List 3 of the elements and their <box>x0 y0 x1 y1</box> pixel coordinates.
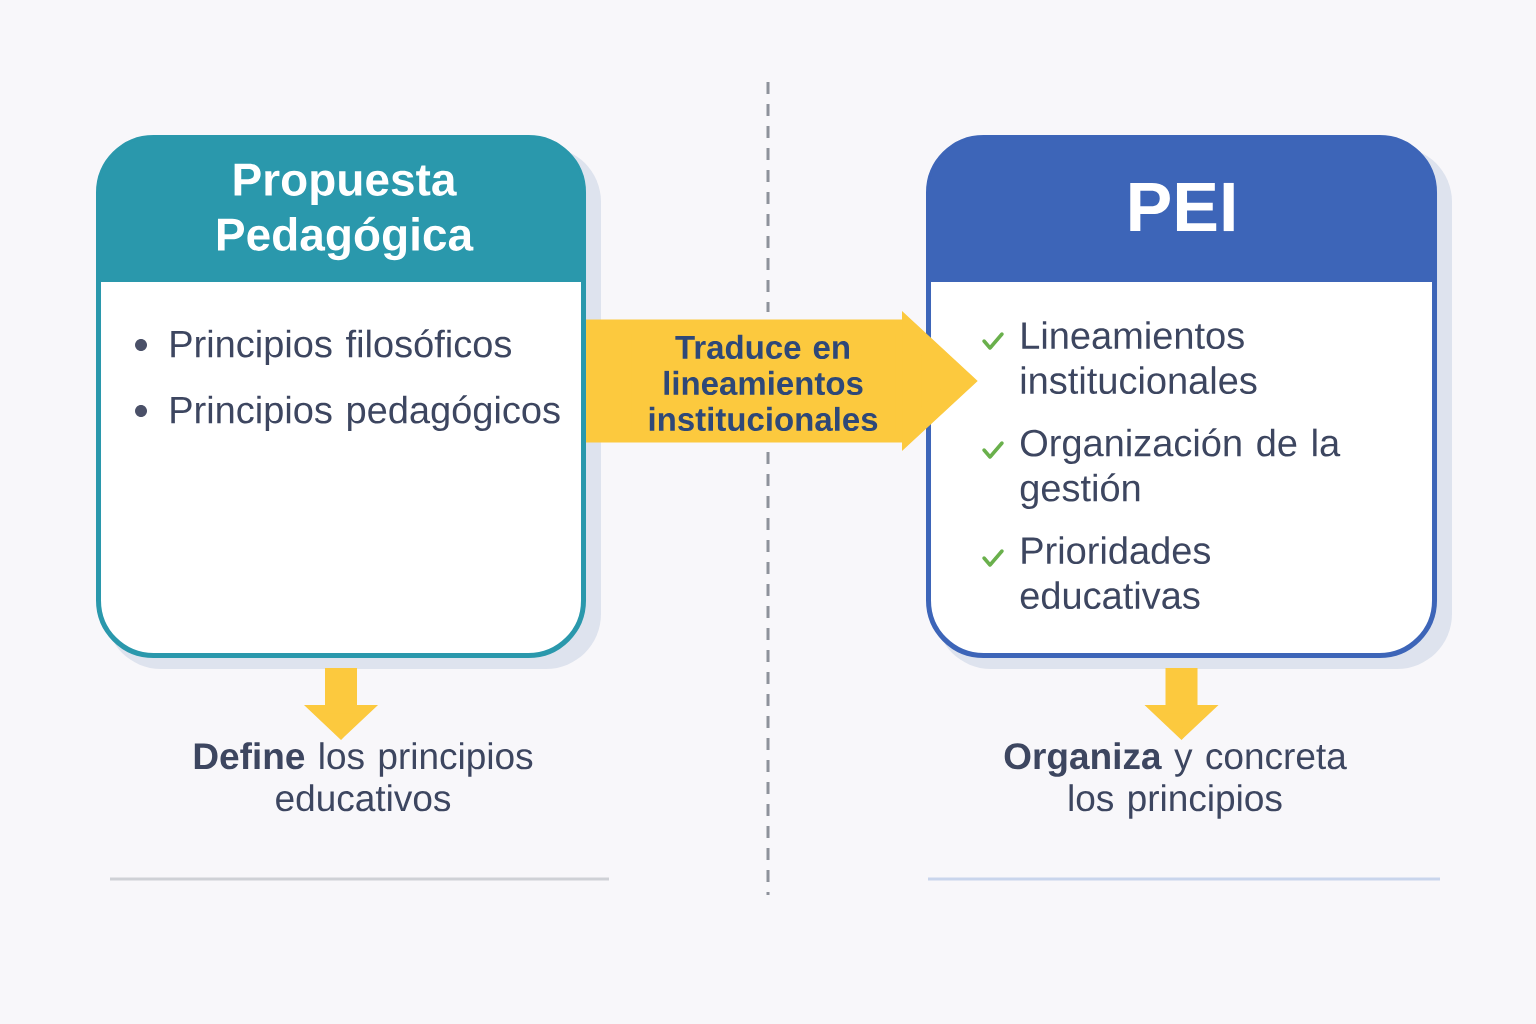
caption-text: Define los principios educativos <box>194 742 533 812</box>
caption-text: Organiza y concreta los principios <box>1004 742 1347 819</box>
edge-label: Traduce en lineamientos institucionales <box>631 333 895 433</box>
